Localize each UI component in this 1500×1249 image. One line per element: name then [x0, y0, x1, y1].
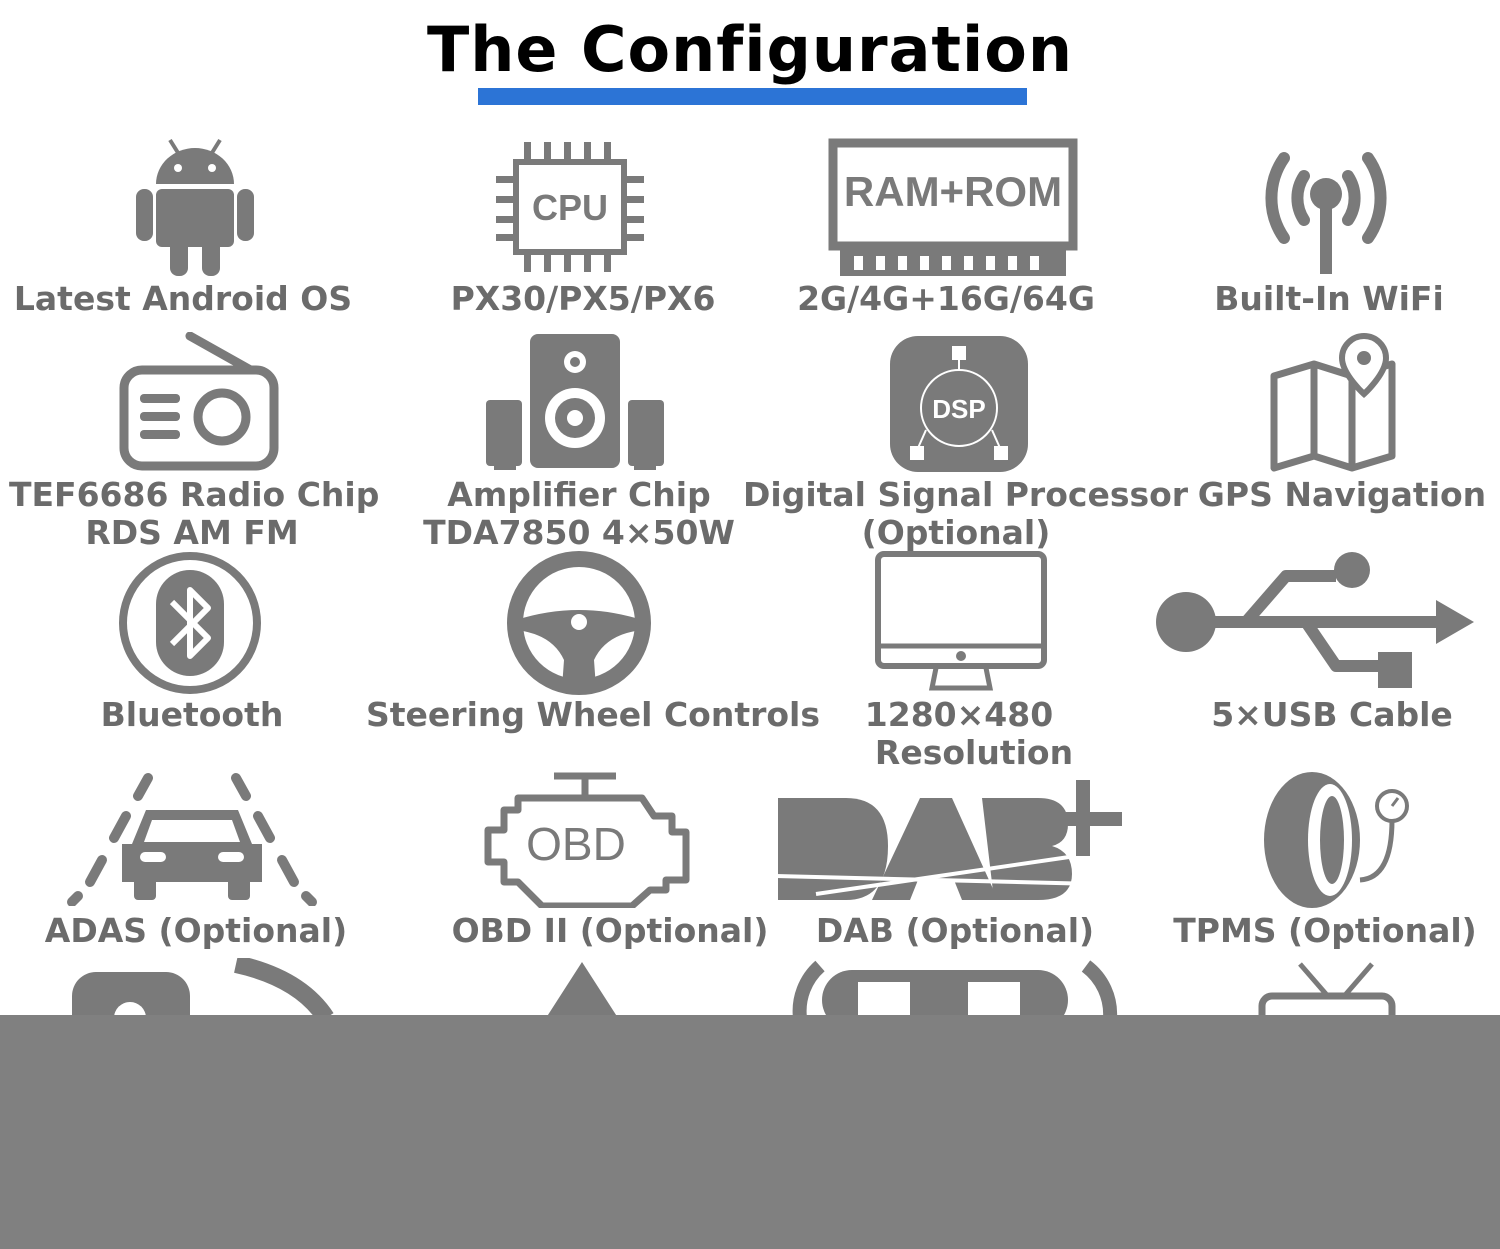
partial-icon-2 — [233, 958, 334, 1015]
adas-car-icon — [64, 772, 320, 906]
feature-label-resolution: 1280×480 Resolution — [864, 695, 1074, 772]
cpu-icon: CPU — [494, 140, 648, 274]
title-underline — [478, 88, 1027, 105]
speaker-icon — [484, 332, 666, 472]
monitor-icon — [874, 550, 1048, 694]
feature-label-ram: 2G/4G+16G/64G — [797, 279, 1095, 318]
feature-label-usb: 5×USB Cable — [1211, 695, 1453, 734]
feature-label-steering: Steering Wheel Controls — [366, 695, 821, 734]
bluetooth-icon — [116, 550, 264, 696]
wifi-antenna-icon — [1244, 138, 1408, 276]
obd-engine-icon: OBD — [482, 772, 694, 908]
cpu-icon-text: CPU — [532, 187, 608, 228]
partial-icon-5 — [1298, 962, 1328, 996]
feature-label-adas: ADAS (Optional) — [44, 911, 348, 950]
feature-label-obd: OBD II (Optional) — [451, 911, 769, 950]
partial-icon-3 — [547, 962, 617, 1015]
partial-icon-row — [0, 958, 1500, 1015]
android-icon — [130, 136, 260, 278]
ram-icon-text: RAM+ROM — [844, 168, 1062, 215]
dab-plus-icon — [776, 776, 1126, 906]
feature-label-amplifier: Amplifier Chip TDA7850 4×50W — [423, 475, 735, 552]
map-pin-icon — [1268, 332, 1398, 474]
feature-label-wifi: Built-In WiFi — [1214, 279, 1444, 318]
tpms-tire-icon — [1260, 770, 1414, 910]
feature-label-tpms: TPMS (Optional) — [1173, 911, 1477, 950]
feature-label-cpu: PX30/PX5/PX6 — [450, 279, 716, 318]
dsp-icon-text: DSP — [932, 394, 985, 424]
page-title: The Configuration — [426, 13, 1074, 86]
feature-label-android: Latest Android OS — [13, 279, 353, 318]
partial-icon-4 — [792, 960, 825, 1015]
partial-icon-1 — [72, 972, 190, 1015]
feature-label-radio: TEF6686 Radio Chip RDS AM FM — [9, 475, 380, 552]
ram-rom-icon: RAM+ROM — [828, 138, 1078, 278]
usb-icon — [1156, 550, 1476, 694]
steering-wheel-icon — [506, 550, 652, 696]
radio-icon — [116, 332, 280, 472]
feature-label-dsp: Digital Signal Processor (Optional) — [743, 475, 1189, 552]
bottom-gray-band — [0, 1015, 1500, 1249]
feature-label-dab: DAB (Optional) — [815, 911, 1095, 950]
feature-label-bluetooth: Bluetooth — [100, 695, 284, 734]
dsp-icon: DSP — [888, 334, 1030, 474]
feature-label-gps: GPS Navigation — [1197, 475, 1487, 514]
obd-icon-text: OBD — [526, 818, 626, 870]
